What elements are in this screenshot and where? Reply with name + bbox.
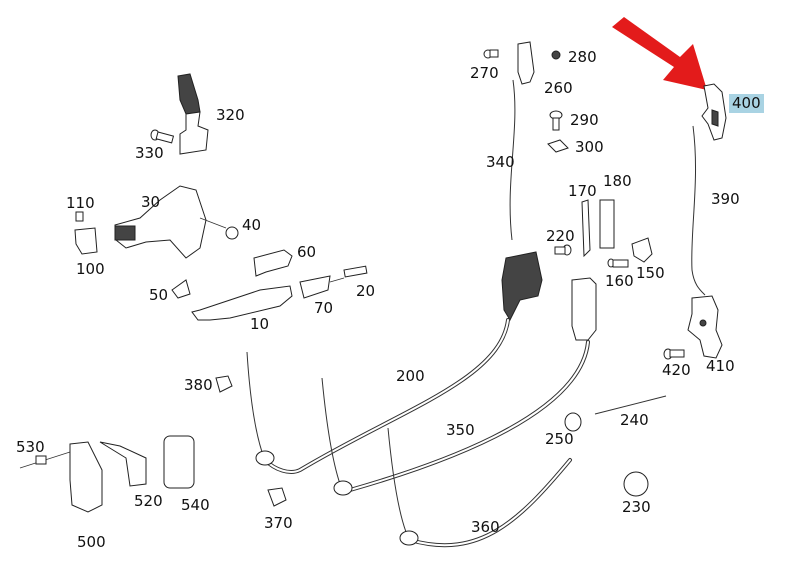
- label-170: 170: [568, 182, 597, 200]
- label-340: 340: [486, 153, 515, 171]
- part-330[interactable]: [150, 129, 175, 144]
- grommet-3: [399, 530, 419, 546]
- part-180[interactable]: [599, 199, 615, 249]
- label-110: 110: [66, 194, 95, 212]
- part-500[interactable]: [69, 441, 103, 513]
- label-350: 350: [446, 421, 475, 439]
- actuator-box[interactable]: [571, 277, 597, 341]
- part-410[interactable]: [687, 295, 723, 359]
- cable-end-3: [387, 427, 407, 533]
- part-300[interactable]: [547, 139, 569, 153]
- label-30: 30: [141, 193, 161, 211]
- label-540: 540: [181, 496, 210, 514]
- label-220: 220: [546, 227, 575, 245]
- label-420: 420: [662, 361, 691, 379]
- label-390: 390: [711, 190, 740, 208]
- label-270: 270: [470, 64, 499, 82]
- part-200[interactable]: [263, 318, 510, 474]
- label-400[interactable]: 400: [729, 94, 764, 113]
- part-270[interactable]: [483, 49, 499, 59]
- label-370: 370: [264, 514, 293, 532]
- label-60: 60: [297, 243, 317, 261]
- part-150[interactable]: [631, 237, 653, 263]
- label-520: 520: [134, 492, 163, 510]
- part-420[interactable]: [663, 348, 685, 360]
- part-240[interactable]: [594, 395, 667, 415]
- part-10[interactable]: [191, 285, 293, 321]
- grommet-1: [255, 450, 275, 466]
- lock-unit[interactable]: [501, 251, 543, 322]
- part-380[interactable]: [215, 375, 233, 393]
- cable-end-1: [246, 351, 263, 453]
- grommet-2: [333, 480, 353, 496]
- part-170[interactable]: [581, 199, 591, 258]
- part-260[interactable]: [517, 41, 535, 85]
- part-60[interactable]: [253, 249, 293, 277]
- part-40[interactable]: [199, 217, 239, 240]
- part-250[interactable]: [564, 412, 582, 432]
- part-290[interactable]: [549, 110, 563, 131]
- label-180: 180: [603, 172, 632, 190]
- part-100[interactable]: [74, 227, 98, 255]
- label-260: 260: [544, 79, 573, 97]
- label-500: 500: [77, 533, 106, 551]
- pointer-arrow: [612, 17, 707, 90]
- label-300: 300: [575, 138, 604, 156]
- label-10: 10: [250, 315, 270, 333]
- label-380: 380: [184, 376, 213, 394]
- label-330: 330: [135, 144, 164, 162]
- part-30[interactable]: [114, 185, 207, 259]
- label-20: 20: [356, 282, 376, 300]
- label-70: 70: [314, 299, 334, 317]
- label-530: 530: [16, 438, 45, 456]
- part-160[interactable]: [607, 258, 629, 268]
- part-350[interactable]: [348, 340, 590, 492]
- part-70[interactable]: [299, 275, 331, 299]
- label-150: 150: [636, 264, 665, 282]
- label-230: 230: [622, 498, 651, 516]
- part-320[interactable]: [177, 73, 209, 155]
- part-220[interactable]: [554, 244, 572, 256]
- label-50: 50: [149, 286, 169, 304]
- label-100: 100: [76, 260, 105, 278]
- label-290: 290: [570, 111, 599, 129]
- label-410: 410: [706, 357, 735, 375]
- part-390[interactable]: [691, 125, 706, 296]
- part-540[interactable]: [163, 435, 195, 489]
- part-360[interactable]: [408, 458, 572, 548]
- cable-end-2: [321, 377, 341, 485]
- label-320: 320: [216, 106, 245, 124]
- label-200: 200: [396, 367, 425, 385]
- label-40: 40: [242, 216, 262, 234]
- part-400[interactable]: [701, 83, 727, 141]
- part-340[interactable]: [509, 79, 516, 241]
- part-20[interactable]: [329, 265, 368, 283]
- part-530[interactable]: [35, 455, 47, 465]
- label-360: 360: [471, 518, 500, 536]
- label-160: 160: [605, 272, 634, 290]
- part-50[interactable]: [171, 279, 191, 299]
- label-250: 250: [545, 430, 574, 448]
- part-370[interactable]: [267, 487, 287, 507]
- label-240: 240: [620, 411, 649, 429]
- label-280: 280: [568, 48, 597, 66]
- part-110[interactable]: [75, 211, 84, 222]
- part-520[interactable]: [99, 441, 147, 487]
- part-230[interactable]: [623, 471, 649, 497]
- part-280[interactable]: [551, 50, 561, 60]
